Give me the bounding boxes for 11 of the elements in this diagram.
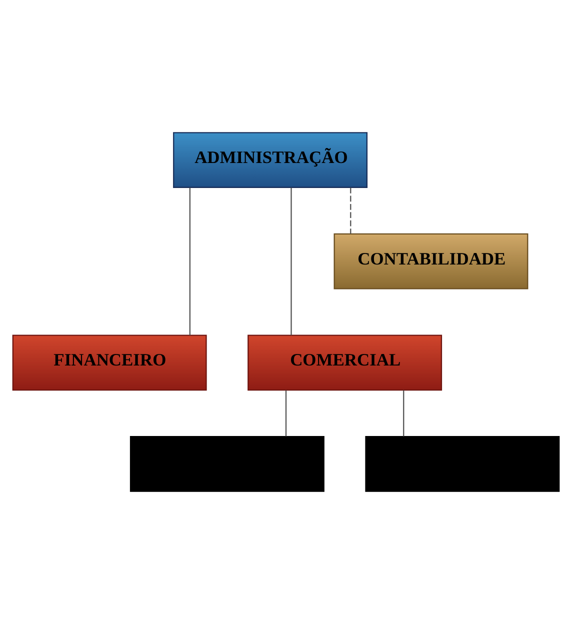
node-box: COMERCIAL <box>248 334 442 391</box>
node-box: CONTABILIDADE <box>334 233 528 290</box>
connector <box>285 390 287 436</box>
connector <box>290 188 292 336</box>
node-box: FINANCEIRO <box>12 334 207 391</box>
connector <box>403 390 404 436</box>
node-box <box>365 436 560 492</box>
node-box <box>130 436 324 492</box>
connector <box>189 188 190 336</box>
connector <box>350 188 352 234</box>
node-box: ADMINISTRAÇÃO <box>173 132 368 188</box>
